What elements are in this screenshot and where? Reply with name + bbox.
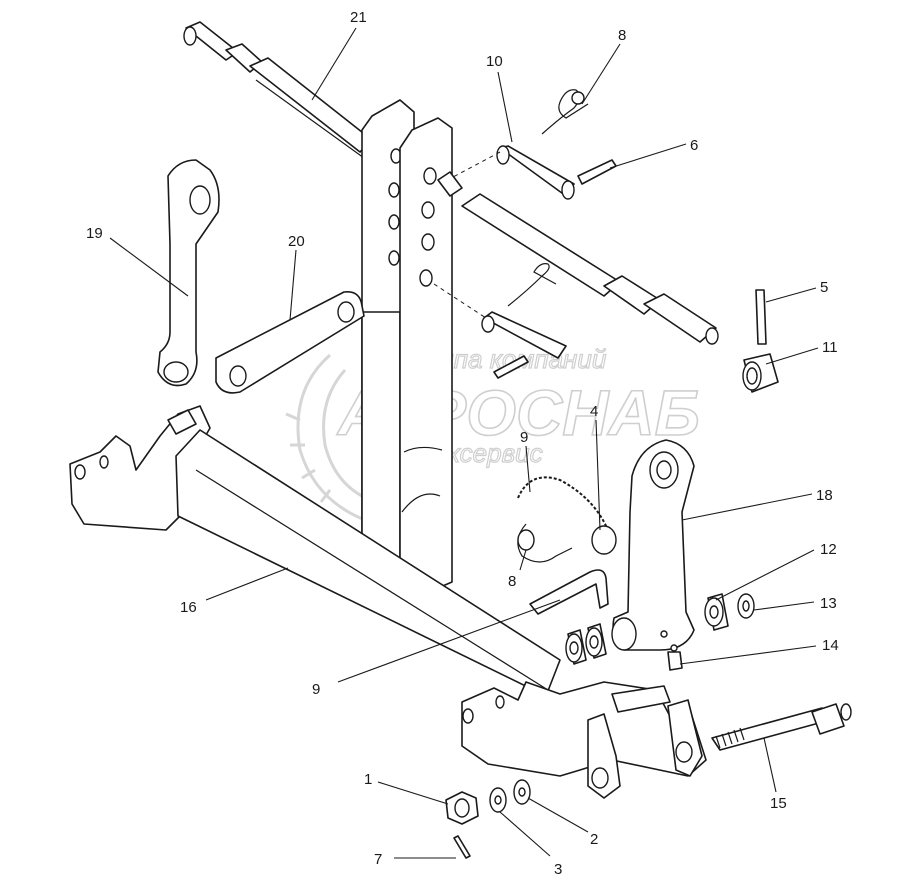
part-12-collar xyxy=(742,353,779,393)
part-8-clip-top xyxy=(541,89,589,135)
callout-16: 15 xyxy=(770,795,787,812)
callout-19: 19 xyxy=(86,225,103,242)
watermark-logo-icon xyxy=(285,353,371,522)
mast-assembly xyxy=(361,99,453,609)
part-5-roll-pin xyxy=(755,289,767,345)
part-lower-pin xyxy=(433,263,567,379)
callout-10: 9 xyxy=(312,681,320,698)
callout-18: 18 xyxy=(816,487,833,504)
part-17-frame xyxy=(69,405,707,799)
part-3-washer xyxy=(489,787,507,813)
callout-14: 13 xyxy=(820,595,837,612)
part-2-washer xyxy=(513,779,531,805)
callout-13: 12 xyxy=(820,541,837,558)
callout-15: 14 xyxy=(822,637,839,654)
callout-11: 10 xyxy=(486,53,503,70)
callout-7: 7 xyxy=(374,851,382,868)
part-14-washer xyxy=(737,593,755,619)
callout-6: 6 xyxy=(690,137,698,154)
part-11-pin xyxy=(439,145,575,200)
callout-8-top: 8 xyxy=(618,27,626,44)
callout-3: 3 xyxy=(554,861,562,878)
callout-4: 4 xyxy=(590,403,598,420)
part-15-grease-nipple xyxy=(667,644,683,671)
part-4-ring xyxy=(591,525,617,555)
part-21-shaft xyxy=(183,21,373,159)
part-shaft-right xyxy=(437,171,719,345)
part-8-clip-lower xyxy=(517,523,573,563)
callout-9: 9 xyxy=(520,429,528,446)
part-7-cotter-pin xyxy=(453,835,471,859)
part-16-bolt xyxy=(711,703,852,751)
callout-17: 16 xyxy=(180,599,197,616)
callout-8-lower: 8 xyxy=(508,573,516,590)
part-1-nut xyxy=(445,791,479,825)
part-10-l-pin xyxy=(529,569,609,615)
part-20-link xyxy=(215,290,365,394)
callout-2: 2 xyxy=(590,831,598,848)
callout-1: 1 xyxy=(364,771,372,788)
callout-5: 5 xyxy=(820,279,828,296)
part-13-bearing xyxy=(704,593,729,631)
callout-20: 20 xyxy=(288,233,305,250)
part-6-key xyxy=(577,159,617,185)
part-bearings-lower xyxy=(565,623,607,665)
part-19-lever xyxy=(157,159,220,387)
callouts: 21 10 8 6 19 20 5 11 4 9 8 18 12 13 14 1… xyxy=(86,9,839,878)
callout-21: 21 xyxy=(350,9,367,26)
callout-12: 11 xyxy=(822,339,838,356)
part-18-upright xyxy=(611,439,695,651)
